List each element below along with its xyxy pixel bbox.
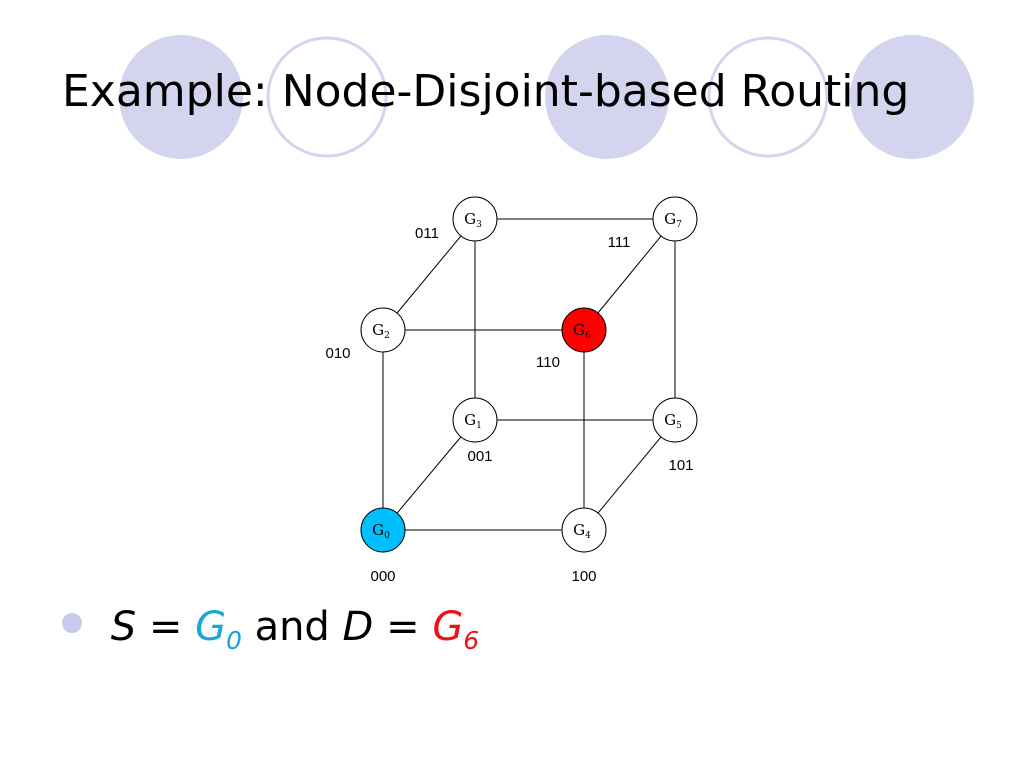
node-code-G1: 001 [467, 448, 492, 465]
source-node: G0 [195, 604, 242, 655]
node-label: G0 [372, 521, 390, 541]
bullet-dot-icon [62, 613, 82, 633]
node-circle [561, 307, 607, 353]
node-label-letter: G [664, 210, 676, 228]
node-circle [452, 397, 498, 443]
node-G4: G4 [561, 507, 607, 553]
node-label-subscript: 3 [476, 220, 482, 230]
node-label: G6 [573, 321, 591, 341]
node-label-subscript: 6 [585, 331, 591, 341]
equals-sign: = [386, 604, 420, 650]
node-label-letter: G [464, 210, 476, 228]
decor-circle-ring [707, 36, 829, 158]
node-circle [452, 196, 498, 242]
edge-G0-G1 [382, 419, 476, 531]
equals-sign: = [148, 604, 183, 650]
slide-title: Example: Node-Disjoint-based Routing [62, 66, 910, 117]
node-label-subscript: 5 [676, 421, 682, 431]
node-G1: G1 [452, 397, 498, 443]
node-label: G5 [664, 411, 682, 431]
decor-circle-filled [850, 35, 974, 159]
node-G2: G2 [360, 307, 406, 353]
node-label: G1 [464, 411, 482, 431]
decor-circle-filled [119, 35, 243, 159]
node-G0: G0 [360, 507, 406, 553]
node-label: G2 [372, 321, 390, 341]
decor-circle-ring [266, 36, 388, 158]
node-code-G6: 110 [536, 354, 560, 371]
edge-G4-G5 [583, 419, 676, 531]
node-circle [360, 507, 406, 553]
node-circle [360, 307, 406, 353]
bullet-item: S = G0 and D = G6 [62, 604, 479, 655]
node-circle [652, 397, 698, 443]
node-code-G7: 111 [608, 234, 631, 251]
node-label-letter: G [464, 411, 476, 429]
node-G5: G5 [652, 397, 698, 443]
node-circle [652, 196, 698, 242]
source-node-letter: G [195, 604, 227, 650]
node-label-subscript: 7 [676, 220, 682, 230]
node-label-letter: G [573, 521, 585, 539]
node-G3: G3 [452, 196, 498, 242]
node-label-subscript: 0 [384, 531, 390, 541]
destination-node-letter: G [432, 604, 464, 650]
node-label-letter: G [372, 321, 384, 339]
node-code-G2: 010 [325, 345, 350, 362]
node-label-letter: G [664, 411, 676, 429]
decor-circle-filled [545, 35, 669, 159]
node-code-G4: 100 [571, 568, 596, 585]
destination-label: D [342, 604, 374, 650]
edge-G2-G3 [382, 218, 476, 331]
node-label: G7 [664, 210, 682, 230]
edge-G6-G7 [583, 218, 676, 331]
node-label-letter: G [573, 321, 585, 339]
node-label-letter: G [372, 521, 384, 539]
node-label-subscript: 4 [585, 531, 591, 541]
node-code-G0: 000 [370, 568, 395, 585]
source-label: S [110, 604, 137, 650]
node-G7: G7 [652, 196, 698, 242]
node-circle [561, 507, 607, 553]
header-decoration [119, 35, 974, 159]
and-text: and [254, 604, 330, 650]
destination-node-subscript: 6 [463, 626, 480, 655]
node-codes: 000 001 010 011 100 101 110 111 [325, 225, 693, 585]
node-label: G4 [573, 521, 591, 541]
node-label-subscript: 2 [384, 331, 390, 341]
node-label-subscript: 1 [476, 421, 482, 431]
source-node-subscript: 0 [226, 626, 242, 655]
node-code-G3: 011 [415, 225, 439, 242]
edges [382, 218, 676, 531]
node-code-G5: 101 [668, 457, 693, 474]
node-G6: G6 [561, 307, 607, 353]
destination-node: G6 [432, 604, 479, 655]
node-label: G3 [464, 210, 482, 230]
